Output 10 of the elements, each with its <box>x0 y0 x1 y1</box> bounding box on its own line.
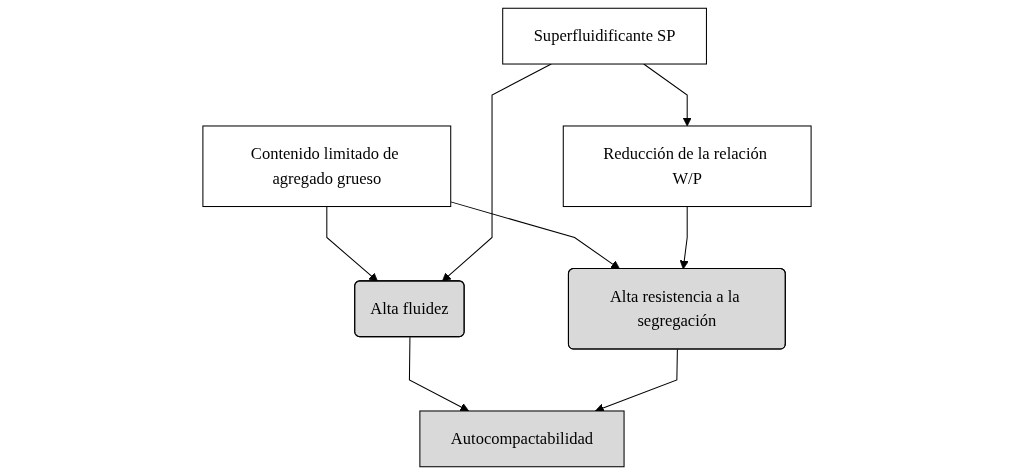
arrow <box>441 63 552 282</box>
node-box: Autocompactabilidad <box>419 410 625 468</box>
arrow <box>450 201 620 270</box>
arrow <box>679 206 689 270</box>
arrow <box>643 63 692 127</box>
node-box: Reducción de la relación W/P <box>562 125 812 208</box>
node-box: Contenido limitado de agregado grueso <box>202 125 452 208</box>
node-box: Superfluidificante SP <box>502 7 707 65</box>
arrow <box>326 206 379 282</box>
arrow <box>408 336 470 412</box>
